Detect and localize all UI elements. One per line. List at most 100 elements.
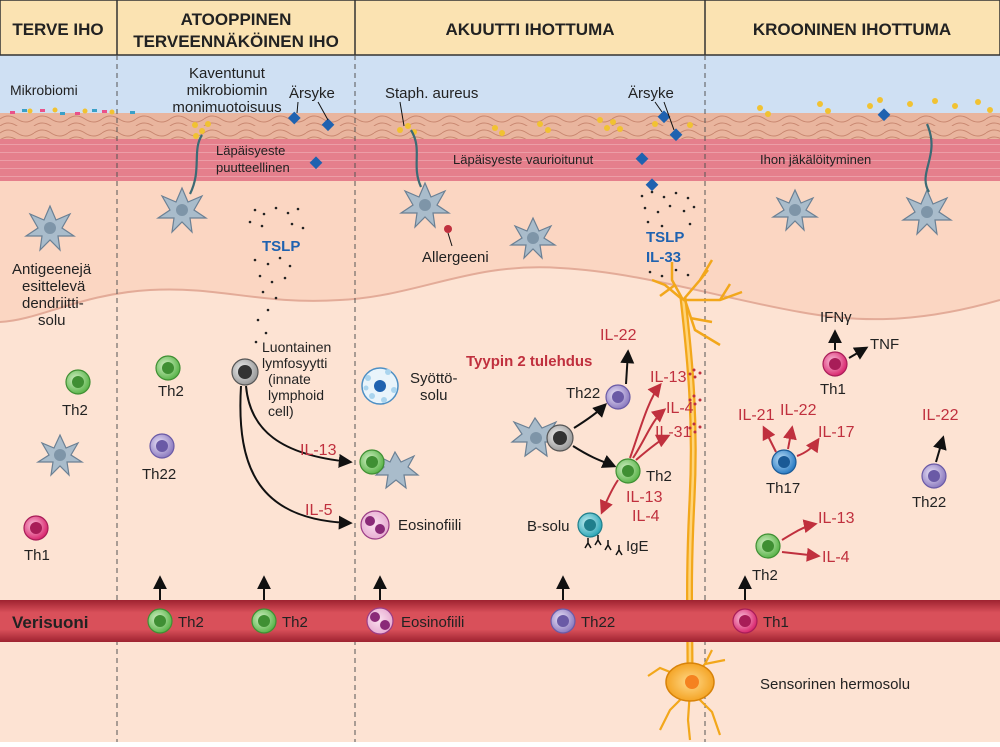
label-tslp-atopic: TSLP xyxy=(262,238,300,255)
label-apc-3: dendriitti- xyxy=(22,295,84,312)
label-apc-1: Antigeenejä xyxy=(12,261,92,278)
dendritic-cell-acute-2 xyxy=(508,216,558,260)
migration-arrows xyxy=(153,575,752,600)
label-th2-atopic: Th2 xyxy=(158,383,184,400)
label-ifng: IFNγ xyxy=(820,309,852,326)
vessel-eosinophil xyxy=(366,607,394,635)
label-ige: IgE xyxy=(626,538,649,555)
cytokine-dots-to-nerve xyxy=(688,368,702,434)
vessel-th22 xyxy=(550,608,576,634)
label-th2-acute: Th2 xyxy=(646,468,672,485)
dendritic-cell-acute xyxy=(399,129,451,229)
dendritic-cell-healthy-2 xyxy=(35,433,85,477)
header-krooninen: KROONINEN IHOTTUMA xyxy=(753,20,951,39)
label-verisuoni: Verisuoni xyxy=(12,613,89,632)
cytokine-il13-ilc: IL-13 xyxy=(300,442,337,459)
label-tyypin2-tulehdus: Tyypin 2 tulehdus xyxy=(466,353,592,370)
th22-cell-atopic xyxy=(149,433,175,459)
label-il33: IL-33 xyxy=(646,249,681,266)
label-ilc-2: lymfosyytti xyxy=(262,355,327,371)
label-th1-chronic: Th1 xyxy=(820,381,846,398)
label-b-solu: B-solu xyxy=(527,518,570,535)
label-syotto-2: solu xyxy=(420,387,448,404)
th2-cell-healthy xyxy=(65,369,91,395)
label-vessel-eosinophil: Eosinofiili xyxy=(401,614,464,631)
th17-cell xyxy=(771,449,797,475)
th2-cell-acute xyxy=(615,458,641,484)
dendritic-cell-healthy xyxy=(24,204,76,252)
cytokine-il4-acute: IL-4 xyxy=(666,400,694,417)
label-apc-4: solu xyxy=(38,312,66,329)
th2-cell-atopic xyxy=(155,355,181,381)
label-staph-aureus: Staph. aureus xyxy=(385,85,478,102)
cytokine-il22-acute: IL-22 xyxy=(600,327,637,344)
cytokine-il4-bcell: IL-4 xyxy=(632,508,660,525)
cytokine-il31-acute: IL-31 xyxy=(655,424,692,441)
cytokine-il4-chronic: IL-4 xyxy=(822,549,850,566)
label-th22-atopic: Th22 xyxy=(142,466,176,483)
header-akuutti: AKUUTTI IHOTTUMA xyxy=(445,20,614,39)
label-vessel-th2-1: Th2 xyxy=(178,614,204,631)
label-kaventunut-1: Kaventunut xyxy=(189,65,266,82)
vessel-th2-1 xyxy=(147,608,173,634)
label-ilc-1: Luontainen xyxy=(262,339,331,355)
dendritic-cell-chronic xyxy=(770,188,820,232)
allergen-dot xyxy=(444,225,452,233)
cytokine-il17-chronic: IL-17 xyxy=(818,424,855,441)
label-th17: Th17 xyxy=(766,480,800,497)
label-vessel-th22: Th22 xyxy=(581,614,615,631)
label-mikrobiomi: Mikrobiomi xyxy=(10,82,78,98)
label-lapaisyeste-2: puutteellinen xyxy=(216,160,290,175)
label-ilc-3: (innate xyxy=(268,371,311,387)
label-th1-healthy: Th1 xyxy=(24,547,50,564)
th22-cell-acute xyxy=(605,384,631,410)
dendritic-cell-chronic-2 xyxy=(901,123,953,236)
vessel-th1 xyxy=(732,608,758,634)
th2-dc-cluster xyxy=(359,449,420,490)
label-apc-2: esittelevä xyxy=(22,278,86,295)
label-allergeeni: Allergeeni xyxy=(422,249,489,266)
th1-cell-chronic xyxy=(822,351,848,377)
label-syotto-1: Syöttö- xyxy=(410,370,458,387)
label-tnf: TNF xyxy=(870,336,899,353)
label-ilc-4: lymphoid xyxy=(268,387,324,403)
cytokine-il22-chronic: IL-22 xyxy=(780,402,817,419)
vessel-th2-2 xyxy=(251,608,277,634)
th1-cell-healthy xyxy=(23,515,49,541)
header-bar xyxy=(0,0,1000,56)
cytokine-il13-acute: IL-13 xyxy=(650,369,687,386)
label-arsyke-2: Ärsyke xyxy=(628,85,674,102)
label-jakaloityminen: Ihon jäkälöityminen xyxy=(760,152,871,167)
label-lapaisyeste-1: Läpäisyeste xyxy=(216,143,285,158)
header-atooppinen-line2: TERVEENNÄKÖINEN IHO xyxy=(133,32,339,51)
ige-antibodies xyxy=(584,535,623,556)
label-sensorinen-hermosolu: Sensorinen hermosolu xyxy=(760,676,910,693)
mast-cell xyxy=(361,367,399,405)
label-kaventunut-2: mikrobiomin xyxy=(187,82,268,99)
b-cell xyxy=(577,512,603,538)
tslp-dots-atopic xyxy=(248,206,305,344)
eosinophil-cell xyxy=(360,510,390,540)
label-th22-chronic: Th22 xyxy=(912,494,946,511)
label-ilc-5: cell) xyxy=(268,403,294,419)
label-kaventunut-3: monimuotoisuus xyxy=(172,99,281,116)
dendritic-cell-atopic xyxy=(156,134,208,234)
label-arsyke-1: Ärsyke xyxy=(289,85,335,102)
dc-acute-cluster xyxy=(510,416,574,458)
ilc-cell xyxy=(231,358,259,386)
label-lapaisyeste-vaurio: Läpäisyeste vaurioitunut xyxy=(453,152,594,167)
upper-dermis xyxy=(0,181,1000,322)
th2-cell-chronic xyxy=(755,533,781,559)
label-eosinofiili: Eosinofiili xyxy=(398,517,461,534)
header-terve-iho: TERVE IHO xyxy=(12,20,103,39)
th22-cell-chronic xyxy=(921,463,947,489)
column-separators xyxy=(116,55,706,742)
label-th2-chronic: Th2 xyxy=(752,567,778,584)
label-th22-acute: Th22 xyxy=(566,385,600,402)
cytokine-il21-chronic: IL-21 xyxy=(738,407,775,424)
stratum-corneum xyxy=(0,113,1000,140)
label-vessel-th1: Th1 xyxy=(763,614,789,631)
epidermis-layer xyxy=(0,139,1000,181)
cytokine-il5-ilc: IL-5 xyxy=(305,502,333,519)
